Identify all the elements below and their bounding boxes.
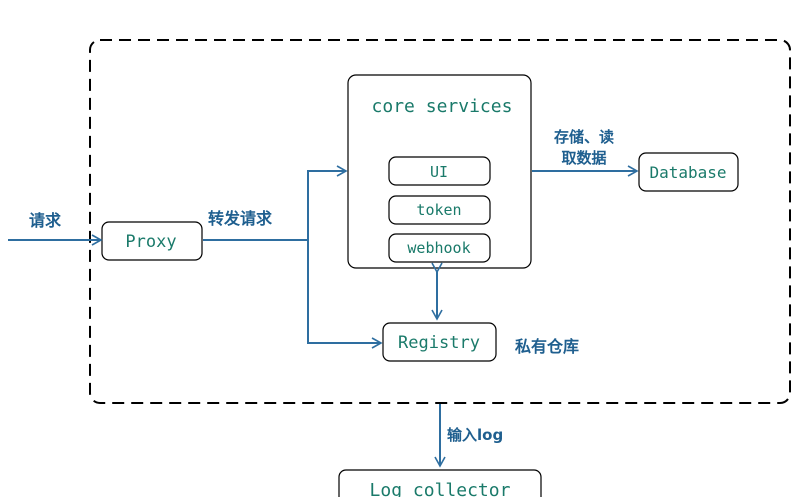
store-read-label-line1: 存储、读: [554, 128, 614, 146]
core-services-label: core services: [372, 96, 513, 117]
store-read-label-line2: 取数据: [561, 149, 606, 167]
token-label: token: [416, 201, 461, 219]
registry-box: [382, 322, 497, 362]
database-box: [638, 152, 739, 192]
log-collector-label: Log collector: [370, 480, 511, 497]
webhook-label: webhook: [407, 239, 470, 257]
database-label: Database: [649, 163, 726, 182]
request-label: 请求: [29, 211, 62, 230]
webhook-box: [388, 233, 491, 263]
system-boundary: [89, 39, 791, 404]
input-log-label: 输入log: [447, 426, 503, 444]
forward-request-label: 转发请求: [208, 209, 273, 228]
ui-box: [388, 156, 491, 186]
proxy-label: Proxy: [125, 232, 176, 252]
forward-to-core-arrow: [307, 165, 348, 240]
forward-to-registry-arrow: [307, 240, 383, 349]
registry-label: Registry: [398, 333, 480, 353]
log-collector-box: [338, 469, 542, 497]
ui-label: UI: [430, 163, 448, 181]
private-repo-label: 私有仓库: [515, 337, 579, 356]
token-box: [388, 195, 491, 225]
